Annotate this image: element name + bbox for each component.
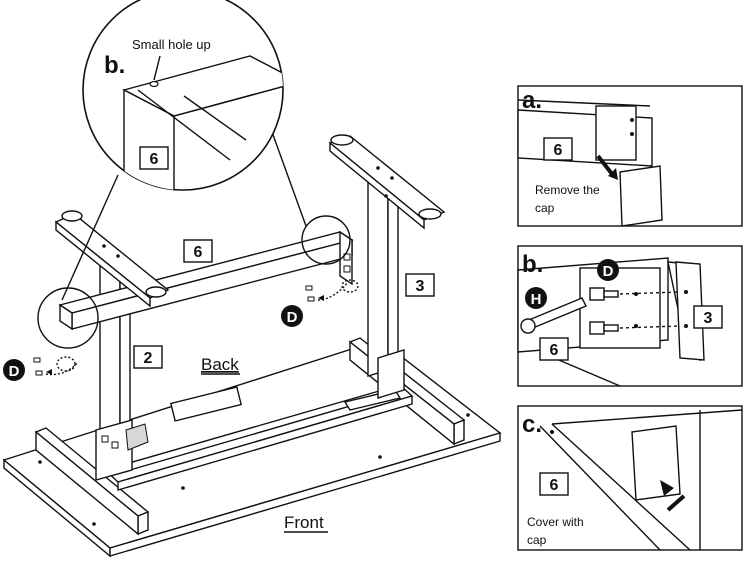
panel-b-step-label: b. — [522, 251, 543, 278]
front-label: Front — [284, 513, 324, 532]
beam-part-box — [183, 239, 213, 263]
installed-cap — [631, 425, 681, 501]
beam-part-number: 6 — [194, 244, 203, 261]
left-leg-part-box — [133, 345, 163, 369]
panel-b-tool-badge — [525, 287, 547, 309]
screw-d-badge-left — [3, 359, 25, 381]
panel-a-note-line2: cap — [535, 201, 555, 215]
bolt-bottom — [589, 321, 605, 335]
bolt-top — [589, 287, 605, 301]
right-screws — [305, 279, 359, 302]
zoom-note: Small hole up — [132, 37, 211, 52]
panel-b-screw-badge — [597, 259, 619, 281]
panel-c-step-label: c. — [522, 411, 542, 438]
panel-b: b. D H 6 3 — [517, 245, 743, 387]
panel-c-part-number: 6 — [550, 477, 559, 494]
screw-d-label-right: D — [287, 309, 298, 326]
left-foot — [34, 427, 150, 536]
panel-b-leg-box — [693, 305, 723, 329]
zoom-part-number: 6 — [150, 151, 159, 168]
panel-b-screw-label: D — [603, 263, 614, 280]
joint-zoom-detail: b. Small hole up 6 — [61, 0, 307, 301]
panel-b-beam-number: 6 — [550, 342, 559, 359]
panel-a: a. 6 Remove the cap — [517, 85, 743, 227]
right-leg-part-number: 3 — [416, 278, 425, 295]
panel-c: c. 6 Cover with cap — [517, 405, 743, 551]
right-leg-part-box — [405, 273, 435, 297]
left-top-arm — [54, 210, 170, 308]
left-leg-part-number: 2 — [144, 350, 153, 367]
end-cap — [619, 165, 663, 227]
zoom-part-box — [139, 146, 169, 170]
panel-c-frame — [517, 405, 743, 551]
panel-c-note-line1: Cover with — [527, 515, 584, 529]
left-screws — [33, 356, 79, 376]
desk-assembly: 6 2 3 D D Back Front — [2, 134, 502, 558]
panel-b-tool-label: H — [531, 291, 542, 308]
panel-a-step-label: a. — [522, 87, 542, 114]
right-joint-zoom-ring — [301, 215, 351, 265]
panel-c-note-line2: cap — [527, 533, 547, 547]
back-label: Back — [201, 355, 239, 374]
right-leg — [367, 172, 405, 399]
panel-b-beam-box — [539, 337, 569, 361]
screw-d-badge-right — [281, 305, 303, 327]
panel-a-part-box — [543, 137, 573, 161]
panel-a-note-line1: Remove the — [535, 183, 600, 197]
panel-a-part-number: 6 — [554, 142, 563, 159]
right-top-arm — [328, 134, 446, 230]
zoom-step-label: b. — [104, 52, 125, 79]
screw-d-label-left: D — [9, 363, 20, 380]
panel-c-part-box — [539, 472, 569, 496]
panel-b-leg-number: 3 — [704, 310, 713, 327]
